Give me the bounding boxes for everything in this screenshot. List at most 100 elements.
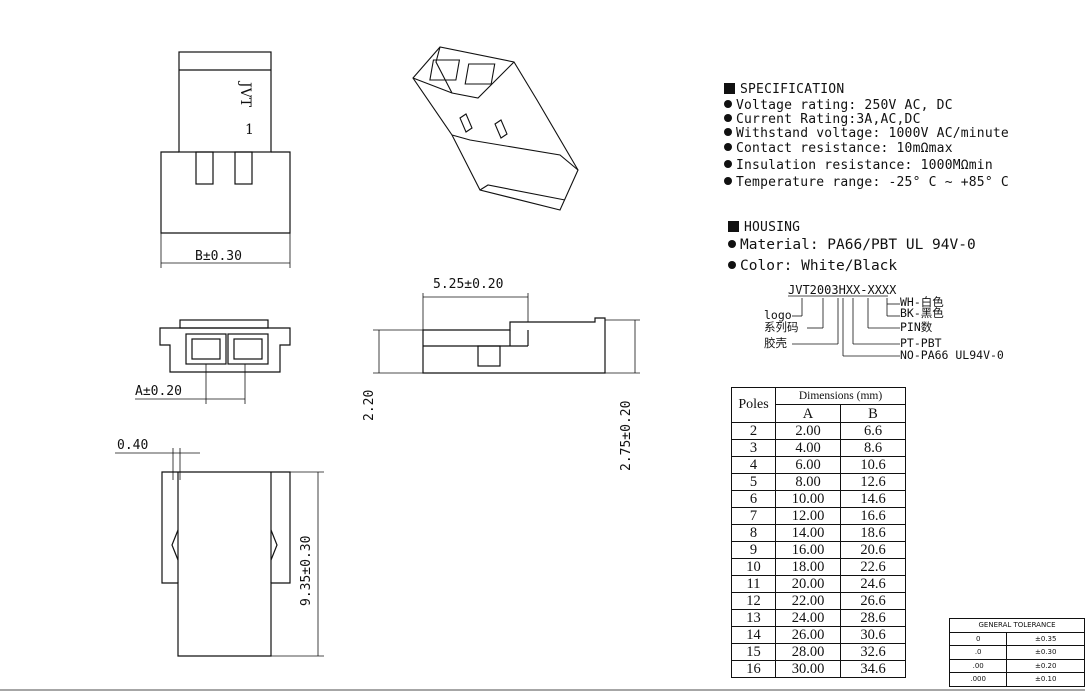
label-pt: PT-PBT <box>900 336 942 350</box>
dim-a-cell: 30.00 <box>775 660 841 678</box>
label-series: 系列码 <box>764 320 799 334</box>
part-code-suffix: XXXX <box>867 283 897 297</box>
spec-item-text: Withstand voltage: 1000V AC/minute <box>736 126 1009 141</box>
part-code-base: JVT2003HXX- <box>788 283 868 297</box>
specification-heading: SPECIFICATION <box>724 83 844 96</box>
dim-b-cell: 26.6 <box>840 592 906 610</box>
housing-color-text: Color: White/Black <box>740 258 898 274</box>
dim-a-cell: 8.00 <box>775 473 841 491</box>
tolerance-row: .00±0.20 <box>948 658 1085 673</box>
dim-040-label: 0.40 <box>117 438 149 453</box>
poles-cell: 15 <box>731 643 776 661</box>
dim-a-cell: 24.00 <box>775 609 841 627</box>
bullet-icon <box>724 128 732 136</box>
poles-cell: 10 <box>731 558 776 576</box>
dim-a-cell: 12.00 <box>775 507 841 525</box>
dim-b-cell: 20.6 <box>840 541 906 559</box>
bullet-icon <box>728 240 736 248</box>
spec-heading-text: SPECIFICATION <box>740 82 845 97</box>
poles-cell: 16 <box>731 660 776 678</box>
dim-b-cell: 28.6 <box>840 609 906 627</box>
dim-a-label: A±0.20 <box>135 384 182 399</box>
bullet-icon <box>728 261 736 269</box>
dim-b-cell: 6.6 <box>840 422 906 440</box>
brand-mark: JVT <box>237 82 253 108</box>
dim-b-cell: 14.6 <box>840 490 906 508</box>
spec-item-text: Contact resistance: 10mΩmax <box>736 141 953 156</box>
dim-b-cell: 34.6 <box>840 660 906 678</box>
poles-cell: 11 <box>731 575 776 593</box>
dim-b-cell: 16.6 <box>840 507 906 525</box>
spec-item-text: Temperature range: -25° C ~ +85° C <box>736 175 1009 190</box>
spec-item: Withstand voltage: 1000V AC/minute <box>724 127 1009 140</box>
dim-b-cell: 8.6 <box>840 439 906 457</box>
bullet-icon <box>724 114 732 122</box>
tolerance-decimal: .00 <box>948 658 1008 673</box>
dim-a-cell: 26.00 <box>775 626 841 644</box>
label-no: NO-PA66 UL94V-0 <box>900 348 1004 362</box>
label-pin: PIN数 <box>900 320 933 334</box>
dim-b-cell: 22.6 <box>840 558 906 576</box>
tolerance-title: GENERAL TOLERANCE <box>949 618 1085 633</box>
spec-item-text: Voltage rating: 250V AC, DC <box>736 98 953 113</box>
poles-cell: 7 <box>731 507 776 525</box>
tolerance-decimal: .0 <box>948 645 1008 660</box>
spec-item: Contact resistance: 10mΩmax <box>724 142 953 155</box>
tolerance-value: ±0.20 <box>1006 658 1085 673</box>
bullet-icon <box>724 143 732 151</box>
poles-cell: 8 <box>731 524 776 542</box>
spec-item: Insulation resistance: 1000MΩmin <box>724 159 993 172</box>
tolerance-row: 0±0.35 <box>948 631 1085 646</box>
tolerance-body: GENERAL TOLERANCE 0±0.35.0±0.30.00±0.20.… <box>948 618 1085 687</box>
front-view <box>135 319 291 404</box>
poles-cell: 14 <box>731 626 776 644</box>
dim-b-cell: 24.6 <box>840 575 906 593</box>
dim-a-cell: 22.00 <box>775 592 841 610</box>
side-view <box>115 448 324 657</box>
dim-a-cell: 18.00 <box>775 558 841 576</box>
dim-220-label: 2.20 <box>362 389 377 421</box>
dim-525-label: 5.25±0.20 <box>433 277 504 292</box>
poles-cell: 4 <box>731 456 776 474</box>
spec-item-text: Current Rating:3A,AC,DC <box>736 112 921 127</box>
profile-view <box>373 293 640 374</box>
spec-item-text: Insulation resistance: 1000MΩmin <box>736 158 993 173</box>
dim-a-cell: 6.00 <box>775 456 841 474</box>
label-wh: WH-白色 <box>900 295 944 309</box>
col-b-header: B <box>840 404 906 423</box>
dim-b-cell: 30.6 <box>840 626 906 644</box>
general-tolerance-table: GENERAL TOLERANCE 0±0.35.0±0.30.00±0.20.… <box>948 618 1085 687</box>
housing-material-text: Material: PA66/PBT UL 94V-0 <box>740 237 976 253</box>
tolerance-value: ±0.35 <box>1006 631 1085 646</box>
top-view <box>160 51 291 268</box>
col-a-header: A <box>775 404 841 423</box>
dim-b-cell: 18.6 <box>840 524 906 542</box>
poles-cell: 12 <box>731 592 776 610</box>
poles-cell: 3 <box>731 439 776 457</box>
label-logo: logo <box>764 308 792 322</box>
poles-header: Poles <box>731 387 776 423</box>
label-housing: 胶壳 <box>764 336 787 350</box>
dim-a-cell: 4.00 <box>775 439 841 457</box>
dim-b-cell: 32.6 <box>840 643 906 661</box>
poles-cell: 5 <box>731 473 776 491</box>
poles-cell: 6 <box>731 490 776 508</box>
dim-b-label: B±0.30 <box>195 249 242 264</box>
spec-marker-icon <box>724 83 735 94</box>
dim-a-cell: 14.00 <box>775 524 841 542</box>
dim-b-cell: 12.6 <box>840 473 906 491</box>
tolerance-row: .0±0.30 <box>948 645 1085 660</box>
dim-a-cell: 28.00 <box>775 643 841 661</box>
